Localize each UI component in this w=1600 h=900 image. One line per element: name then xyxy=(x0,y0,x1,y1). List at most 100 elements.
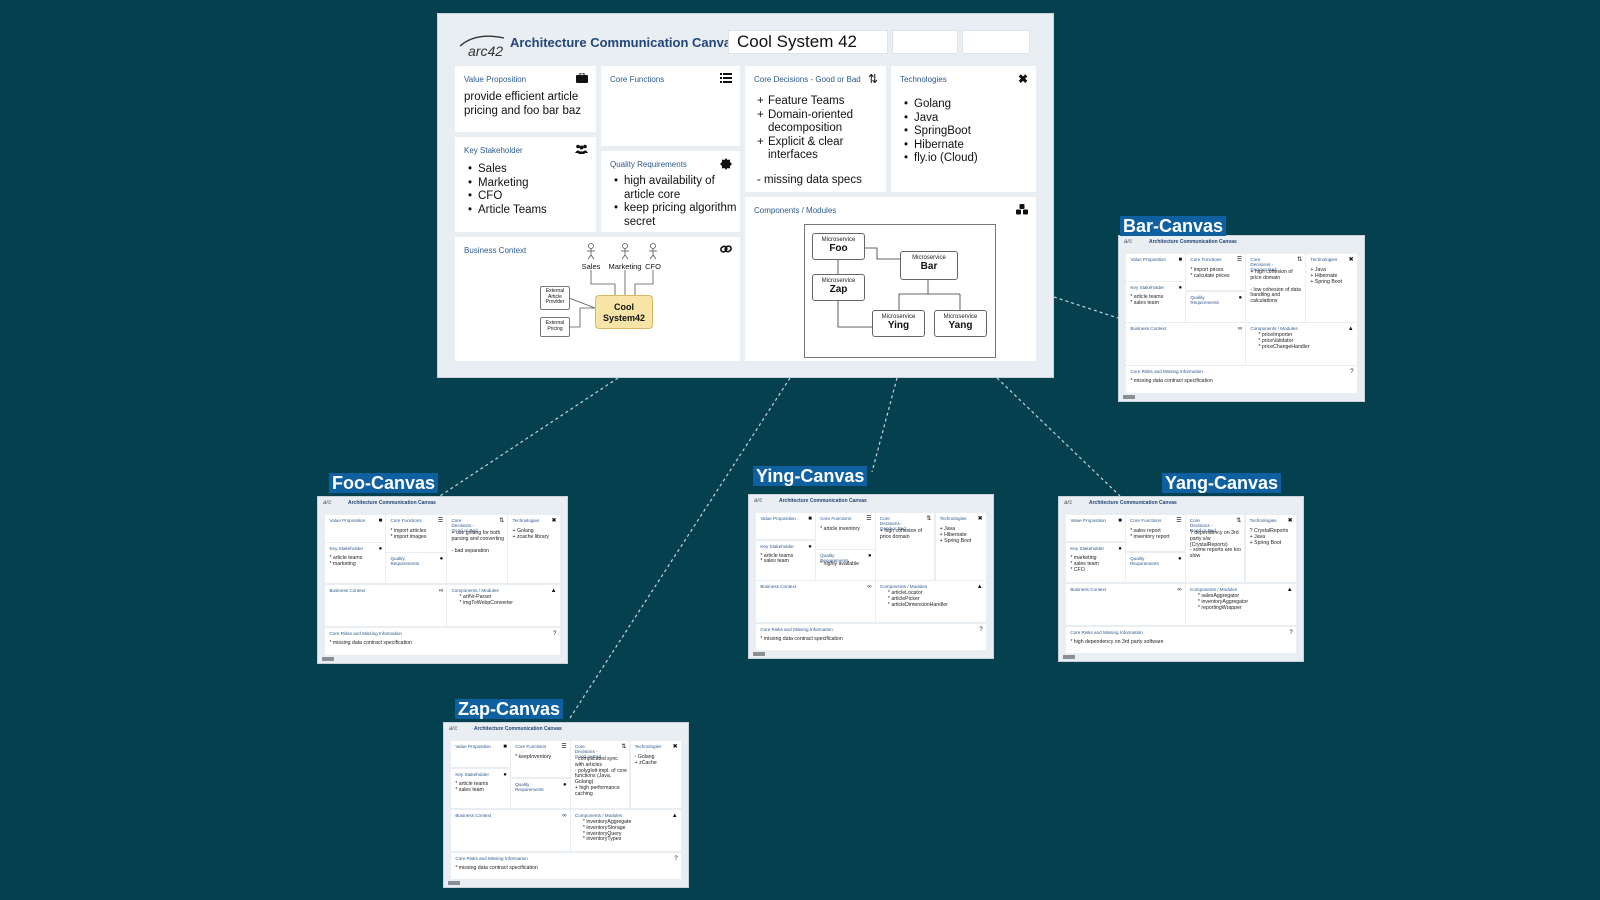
mini-technologies-text: + Java + Hibernate + Spring Boot xyxy=(939,525,972,544)
created-by-field[interactable] xyxy=(892,30,958,54)
mini-value-proposition-cell: Value Proposition ■ xyxy=(1126,254,1186,281)
question-icon: ? xyxy=(979,626,983,633)
arc42-logo: arc xyxy=(1064,500,1073,506)
technology-item: Golang xyxy=(903,98,1031,112)
tools-icon: ✖ xyxy=(551,518,557,525)
mini-key-stakeholder-cell: Key Stakeholder ● * marketing * sales te… xyxy=(1066,542,1125,583)
canvas-label-zap: Zap-Canvas xyxy=(455,699,564,719)
mini-canvas-header: arc Architecture Communication Canvas xyxy=(1119,236,1364,246)
question-icon: ? xyxy=(1289,629,1293,636)
mini-canvas-header: arc Architecture Communication Canvas xyxy=(444,723,688,733)
license-badge xyxy=(448,881,460,885)
arc42-logo: arc42 xyxy=(459,35,505,58)
mini-field-label: Quality Requirements xyxy=(820,553,849,564)
up-down-arrows-icon: ⇅ xyxy=(867,72,878,86)
mini-business-context-cell: Business Context ∞ xyxy=(756,581,875,623)
system-name: Cool System 42 xyxy=(737,32,857,51)
quality-item: high availability of article core xyxy=(613,175,737,202)
mini-value-proposition-cell: Value Proposition ■ xyxy=(756,512,815,539)
mini-technologies-cell: Technologies ✖ ? CrystalReports + Java +… xyxy=(1245,515,1296,583)
cubes-icon: ▲ xyxy=(1347,326,1354,333)
up-down-arrows-icon: ⇅ xyxy=(1236,518,1242,525)
link-icon xyxy=(720,244,732,254)
business-context-cell: Business Context Sales Marketing CFO Ext… xyxy=(455,237,740,361)
canvas-zap: arc Architecture Communication Canvas Va… xyxy=(443,722,689,888)
core-decisions-label: Core Decisions - Good or Bad xyxy=(754,75,861,84)
mini-key-stakeholder-cell: Key Stakeholder ● * article teams * sale… xyxy=(451,768,510,809)
external-article-provider-box: External Article Provider xyxy=(540,286,570,310)
license-badge xyxy=(1063,655,1075,659)
mini-technologies-cell: Technologies ✖ - Golang + zCache xyxy=(630,741,681,809)
mini-technologies-text: + Golang + zcache library xyxy=(512,528,549,541)
mini-stakeholders-text: * article teams * sales team xyxy=(760,552,794,565)
mini-risks-text: * missing data contract specification xyxy=(760,635,843,642)
canvas-yang: arc Architecture Communication Canvas Va… xyxy=(1058,496,1304,662)
system-name-field[interactable]: Cool System 42 xyxy=(728,30,888,54)
mini-field-label: Core Decisions - Good or Bad xyxy=(451,518,478,534)
mini-risks-cell: Core Risks and Missing Information ? * h… xyxy=(1066,626,1296,653)
canvas-label-ying: Ying-Canvas xyxy=(753,466,868,486)
external-pricing-label: External Pricing xyxy=(545,320,565,332)
mini-risks-cell: Core Risks and Missing Information ? * m… xyxy=(451,852,681,879)
microservice-name: Bar xyxy=(920,261,938,272)
license-badge xyxy=(753,652,765,656)
list-icon: ☰ xyxy=(1176,518,1182,525)
mini-stakeholders-text: * article teams * sales team xyxy=(1130,294,1164,306)
microservice-stereotype: Microservice xyxy=(912,255,946,261)
actor-label-marketing: Marketing xyxy=(609,262,642,271)
list-icon: ☰ xyxy=(866,515,872,522)
arc42-logo: arc xyxy=(449,726,458,732)
actor-figure-sales xyxy=(587,243,595,260)
users-icon: ● xyxy=(378,546,383,553)
tools-icon: ✖ xyxy=(672,744,678,751)
list-icon xyxy=(720,73,732,83)
good-decision: Feature Teams xyxy=(757,95,882,109)
mini-field-label: Key Stakeholder xyxy=(329,546,364,552)
date-version-field[interactable] xyxy=(962,30,1030,54)
mini-field-label: Value Proposition xyxy=(1070,518,1106,524)
microservice-name: Ying xyxy=(887,320,910,331)
mini-technologies-cell: Technologies ✖ + Java + Hibernate + Spri… xyxy=(935,512,986,580)
up-down-arrows-icon: ⇅ xyxy=(1297,257,1303,264)
briefcase-icon: ■ xyxy=(378,518,383,525)
mini-core-decisions-text: + high cohesion of price domain - low co… xyxy=(1250,269,1301,305)
mini-field-label: Key Stakeholder xyxy=(1130,285,1165,291)
mini-canvas-title: Architecture Communication Canvas xyxy=(1149,239,1237,245)
list-icon: ☰ xyxy=(561,744,567,751)
briefcase-icon: ■ xyxy=(503,744,507,751)
mini-field-label: Core Functions xyxy=(1130,518,1162,524)
stakeholder-item: CFO xyxy=(467,190,592,204)
mini-field-label: Business Context xyxy=(329,587,366,593)
svg-text:arc42: arc42 xyxy=(468,43,503,58)
mini-field-label: Core Risks and Missing Information xyxy=(329,631,402,637)
briefcase-icon: ■ xyxy=(1118,518,1122,525)
components-modules-label: Components / Modules xyxy=(754,206,837,215)
mini-quality-requirements-cell: Quality Requirements ● xyxy=(1126,552,1185,583)
tools-icon: ✖ xyxy=(1287,518,1293,525)
microservice-name: Foo xyxy=(829,243,848,254)
mini-field-label: Core Risks and Missing Information xyxy=(455,855,528,861)
list-icon: ☰ xyxy=(1236,257,1243,264)
mini-components-text: * inventoryAggregate * inventoryStorage … xyxy=(582,818,632,843)
mini-business-context-cell: Business Context ∞ xyxy=(325,584,447,627)
mini-components-cell: Components / Modules ▲ * salesAggregator… xyxy=(1185,583,1296,625)
mini-quality-requirements-cell: Quality Requirements ● xyxy=(511,778,570,809)
mini-quality-requirements-cell: Quality Requirements ● * highly availabl… xyxy=(816,550,875,580)
technology-item: fly.io (Cloud) xyxy=(903,152,1031,166)
mini-key-stakeholder-cell: Key Stakeholder ● * article teams * sale… xyxy=(756,540,815,580)
quality-badge-icon: ● xyxy=(439,556,444,563)
mini-field-label: Components / Modules xyxy=(1189,586,1238,592)
mini-field-label: Technologies xyxy=(634,744,662,750)
mini-components-cell: Components / Modules ▲ * artNr-Parser * … xyxy=(447,584,560,627)
briefcase-icon: ■ xyxy=(1178,257,1183,264)
technology-item: Java xyxy=(903,112,1031,126)
bad-decision: - missing data specs xyxy=(757,174,862,186)
briefcase-icon xyxy=(576,73,588,83)
mini-risks-text: * missing data contract specification xyxy=(1130,378,1213,385)
mini-field-label: Components / Modules xyxy=(451,587,499,593)
license-badge xyxy=(322,657,334,661)
cubes-icon: ▲ xyxy=(976,584,983,591)
mini-risks-cell: Core Risks and Missing Information ? * m… xyxy=(1126,366,1357,393)
microservice-bar: Microservice Bar xyxy=(900,251,958,280)
mini-core-decisions-text: - complicated sync with articles - polyg… xyxy=(574,756,628,797)
